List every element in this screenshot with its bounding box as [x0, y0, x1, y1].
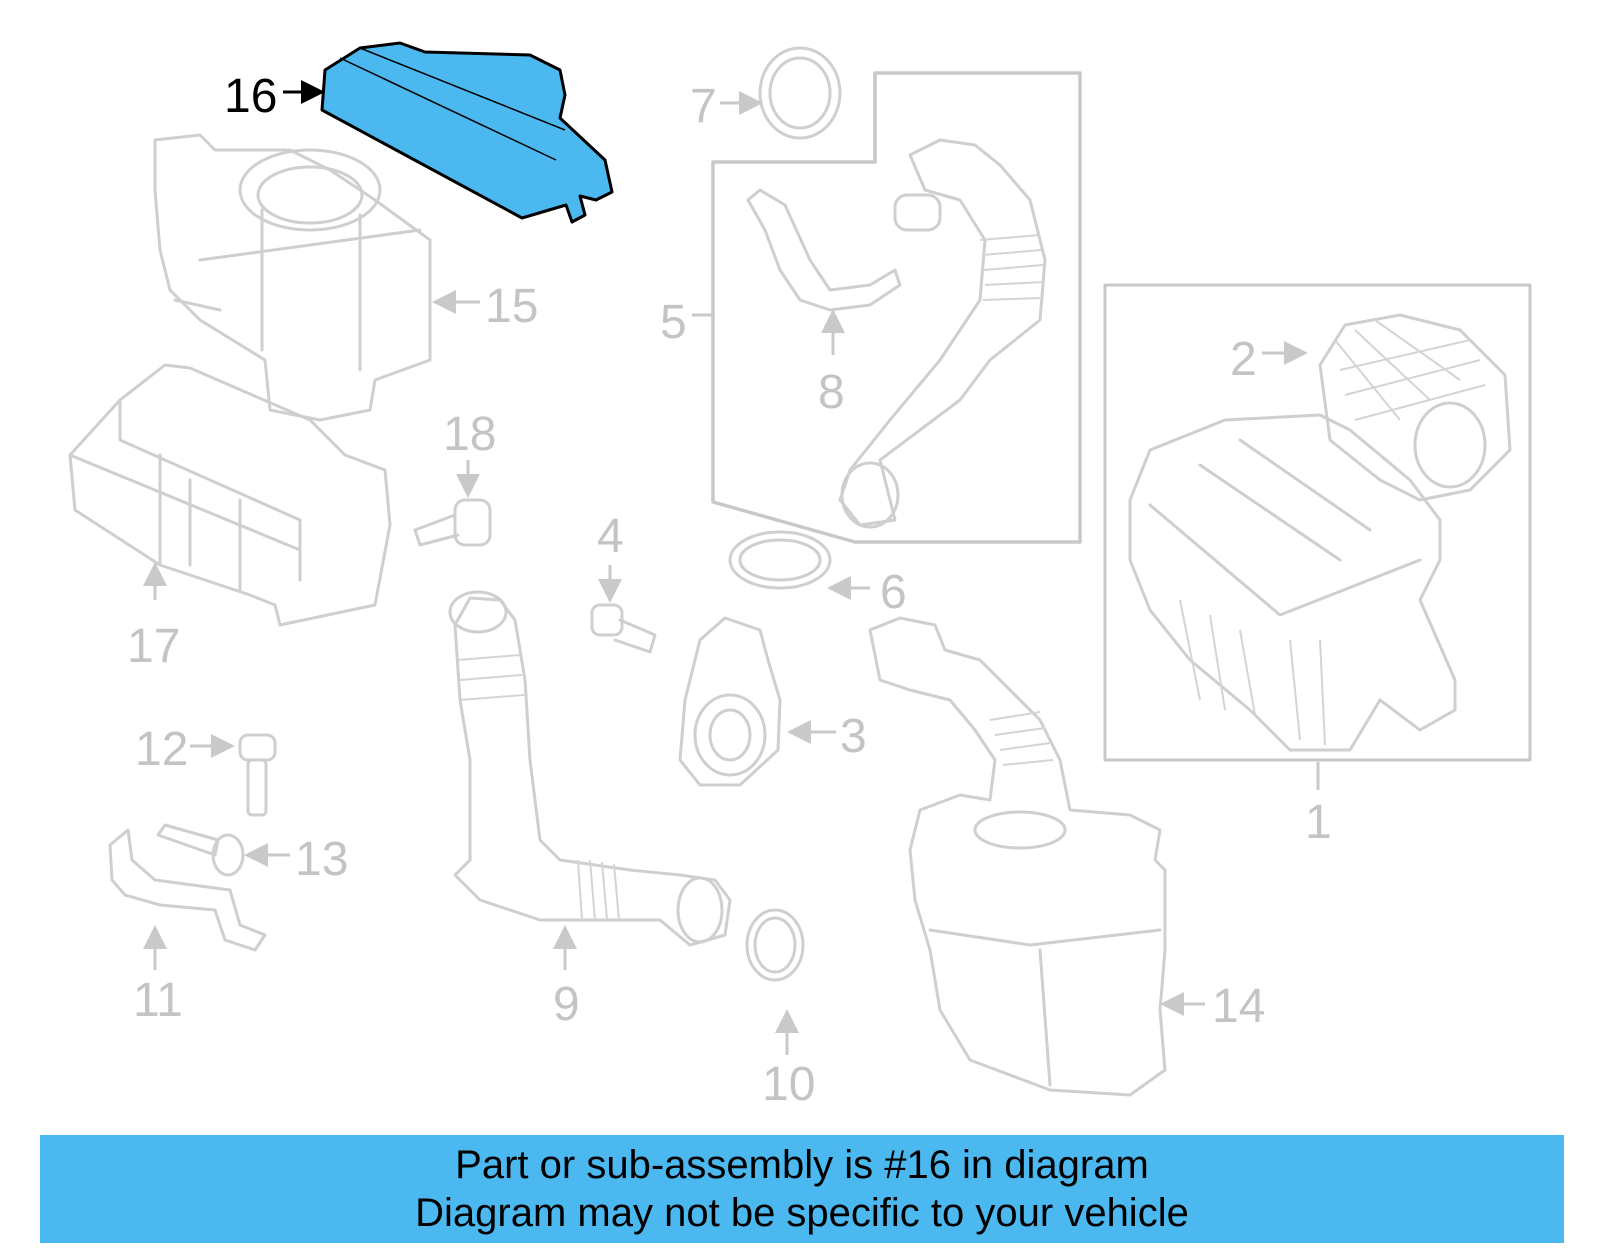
part-9-intake-hose[interactable]: [448, 590, 732, 947]
part-18-bolt[interactable]: [413, 498, 492, 547]
banner-line-1: Part or sub-assembly is #16 in diagram: [455, 1143, 1149, 1187]
info-banner: Part or sub-assembly is #16 in diagram D…: [40, 1135, 1564, 1243]
banner-line-2: Diagram may not be specific to your vehi…: [415, 1191, 1189, 1235]
callout-9[interactable]: 9: [553, 978, 580, 1031]
leader-lines: [143, 80, 1320, 1055]
part-1-air-cleaner-assembly[interactable]: [1103, 283, 1532, 762]
callout-3[interactable]: 3: [840, 710, 867, 763]
part-2-air-filter[interactable]: [1318, 313, 1512, 502]
callout-11[interactable]: 11: [133, 974, 183, 1027]
part-10-hose-clamp[interactable]: [745, 908, 805, 982]
part-3-intake-adapter[interactable]: [678, 616, 782, 787]
callout-10[interactable]: 10: [762, 1058, 815, 1111]
callout-6[interactable]: 6: [880, 566, 907, 619]
callout-16[interactable]: 16: [224, 70, 277, 123]
callout-4[interactable]: 4: [597, 510, 624, 563]
parts-diagram: 16 7 5 8 15 2 18 17 4 6 3 12 13 11 9 10 …: [68, 41, 1532, 1111]
callout-14[interactable]: 14: [1212, 980, 1265, 1033]
callout-13[interactable]: 13: [295, 833, 348, 886]
part-17-air-intake-duct[interactable]: [68, 363, 392, 627]
callout-8[interactable]: 8: [818, 366, 845, 419]
part-13-bolt[interactable]: [156, 823, 245, 877]
part-8-gasket[interactable]: [746, 188, 902, 312]
callout-1[interactable]: 1: [1305, 796, 1332, 849]
callout-2[interactable]: 2: [1230, 333, 1257, 386]
callout-17[interactable]: 17: [127, 620, 180, 673]
part-16-air-duct-cover[interactable]: [320, 41, 614, 224]
part-11-bracket[interactable]: [108, 828, 267, 952]
callout-15[interactable]: 15: [485, 280, 538, 333]
part-7-hose-clamp[interactable]: [758, 46, 842, 140]
callout-7[interactable]: 7: [690, 80, 717, 133]
part-14-resonator[interactable]: [868, 616, 1167, 1097]
callout-labels: 16 7 5 8 15 2 18 17 4 6 3 12 13 11 9 10 …: [127, 70, 1332, 1111]
part-4-bolt[interactable]: [590, 603, 657, 654]
part-5-hose-kit-group[interactable]: [711, 71, 1082, 544]
part-6-hose-clamp[interactable]: [728, 530, 832, 590]
callout-5[interactable]: 5: [660, 296, 687, 349]
callout-12[interactable]: 12: [135, 723, 188, 776]
part-15-air-box-housing[interactable]: [153, 133, 432, 422]
part-12-bolt[interactable]: [238, 733, 277, 817]
callout-18[interactable]: 18: [443, 408, 496, 461]
